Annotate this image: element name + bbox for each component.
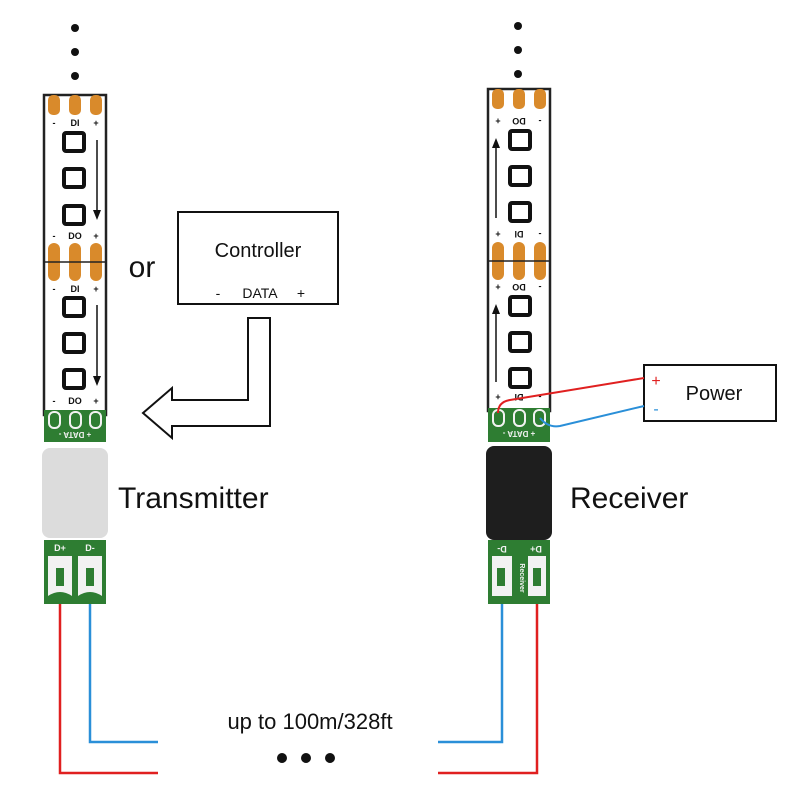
controller-box: Controller - DATA + xyxy=(177,211,339,305)
svg-text:+: + xyxy=(495,282,500,292)
terminal-labels: D- D+ xyxy=(497,544,542,554)
controller-pin-plus: + xyxy=(297,285,305,301)
connector-pads xyxy=(48,411,102,429)
continuation-dot xyxy=(71,48,79,56)
screw-terminals xyxy=(492,556,546,596)
controller-title: Controller xyxy=(215,240,302,262)
svg-text:+: + xyxy=(93,231,98,241)
strip-pad-labels-bottom: + DI - xyxy=(495,392,541,402)
svg-text:DO: DO xyxy=(512,282,526,292)
svg-text:D-: D- xyxy=(497,544,507,554)
data-wire-negative-right xyxy=(438,604,504,744)
continuation-ellipsis xyxy=(277,753,335,763)
or-label: or xyxy=(129,251,156,284)
svg-text:+: + xyxy=(495,229,500,239)
data-wire-positive-right xyxy=(438,604,539,775)
continuation-dot xyxy=(71,24,79,32)
receiver-label: Receiver xyxy=(570,482,688,515)
strip-pad-labels-bottom: - DO + xyxy=(53,396,99,406)
data-direction-arrow xyxy=(93,305,101,386)
svg-text:D+: D+ xyxy=(54,543,66,553)
distance-label: up to 100m/328ft xyxy=(227,709,392,734)
power-minus: - xyxy=(653,401,658,418)
receiver-body xyxy=(486,446,552,540)
svg-text:-: - xyxy=(53,396,56,406)
power-plus: + xyxy=(651,373,660,390)
svg-text:DI: DI xyxy=(71,118,80,128)
svg-text:DO: DO xyxy=(512,116,526,126)
continuation-dot xyxy=(514,70,522,78)
power-wire-negative xyxy=(539,405,645,428)
svg-text:-: - xyxy=(53,284,56,294)
led-chips-segment-1 xyxy=(508,129,532,223)
svg-text:+: + xyxy=(495,116,500,126)
transmitter-body xyxy=(42,448,108,538)
svg-text:+: + xyxy=(93,118,98,128)
svg-text:+: + xyxy=(495,392,500,402)
strip-pad-labels-mid-b: + DO - xyxy=(495,282,541,292)
led-chips-segment-1 xyxy=(62,131,86,226)
led-chips-segment-2 xyxy=(62,296,86,390)
led-chips-segment-2 xyxy=(508,295,532,389)
svg-text:D+: D+ xyxy=(530,544,542,554)
svg-text:+: + xyxy=(93,284,98,294)
svg-text:-: - xyxy=(53,118,56,128)
continuation-dot xyxy=(514,22,522,30)
connector-pcb-label: + DATA - xyxy=(58,430,91,439)
transmitter-label: Transmitter xyxy=(118,482,269,515)
connector-pads xyxy=(492,409,546,427)
left-led-strip: - DI + - DO + - DI + xyxy=(42,24,108,604)
svg-text:-: - xyxy=(539,116,542,126)
data-direction-arrow xyxy=(492,304,500,382)
connection-arrow xyxy=(141,317,271,441)
controller-pin-data: DATA xyxy=(242,285,278,301)
strip-pad-labels-mid: - DO + xyxy=(53,231,99,241)
svg-text:+: + xyxy=(93,396,98,406)
strip-pad-labels-top: - DI + xyxy=(53,118,99,128)
svg-text:DI: DI xyxy=(515,229,524,239)
data-wire-negative-left xyxy=(88,604,158,744)
power-wire-positive xyxy=(497,377,645,414)
svg-text:DO: DO xyxy=(68,231,82,241)
receiver-pcb-label: Receiver xyxy=(518,563,525,592)
data-wire-positive-left xyxy=(58,604,158,775)
controller-pin-minus: - xyxy=(216,285,221,301)
strip-pad-labels-mid: + DI - xyxy=(495,229,541,239)
strip-pad-labels-top: + DO - xyxy=(495,116,541,126)
strip-pads-top xyxy=(48,95,102,115)
power-title: Power xyxy=(686,383,743,405)
data-direction-arrow xyxy=(93,140,101,220)
svg-text:-: - xyxy=(539,229,542,239)
svg-text:DI: DI xyxy=(515,392,524,402)
screw-terminals xyxy=(48,556,102,596)
connector-pcb-label: + DATA - xyxy=(502,429,535,438)
terminal-labels: D+ D- xyxy=(54,543,95,553)
continuation-dot xyxy=(71,72,79,80)
strip-pad-labels-mid-b: - DI + xyxy=(53,284,99,294)
strip-pads-top xyxy=(492,89,546,109)
svg-text:-: - xyxy=(53,231,56,241)
svg-text:DO: DO xyxy=(68,396,82,406)
right-led-strip: + DO - + DI - + DO - xyxy=(486,22,552,604)
data-direction-arrow xyxy=(492,138,500,218)
svg-text:-: - xyxy=(539,392,542,402)
svg-text:D-: D- xyxy=(85,543,95,553)
svg-text:-: - xyxy=(539,282,542,292)
continuation-dot xyxy=(514,46,522,54)
svg-text:DI: DI xyxy=(71,284,80,294)
power-box: Power + - xyxy=(643,364,777,422)
